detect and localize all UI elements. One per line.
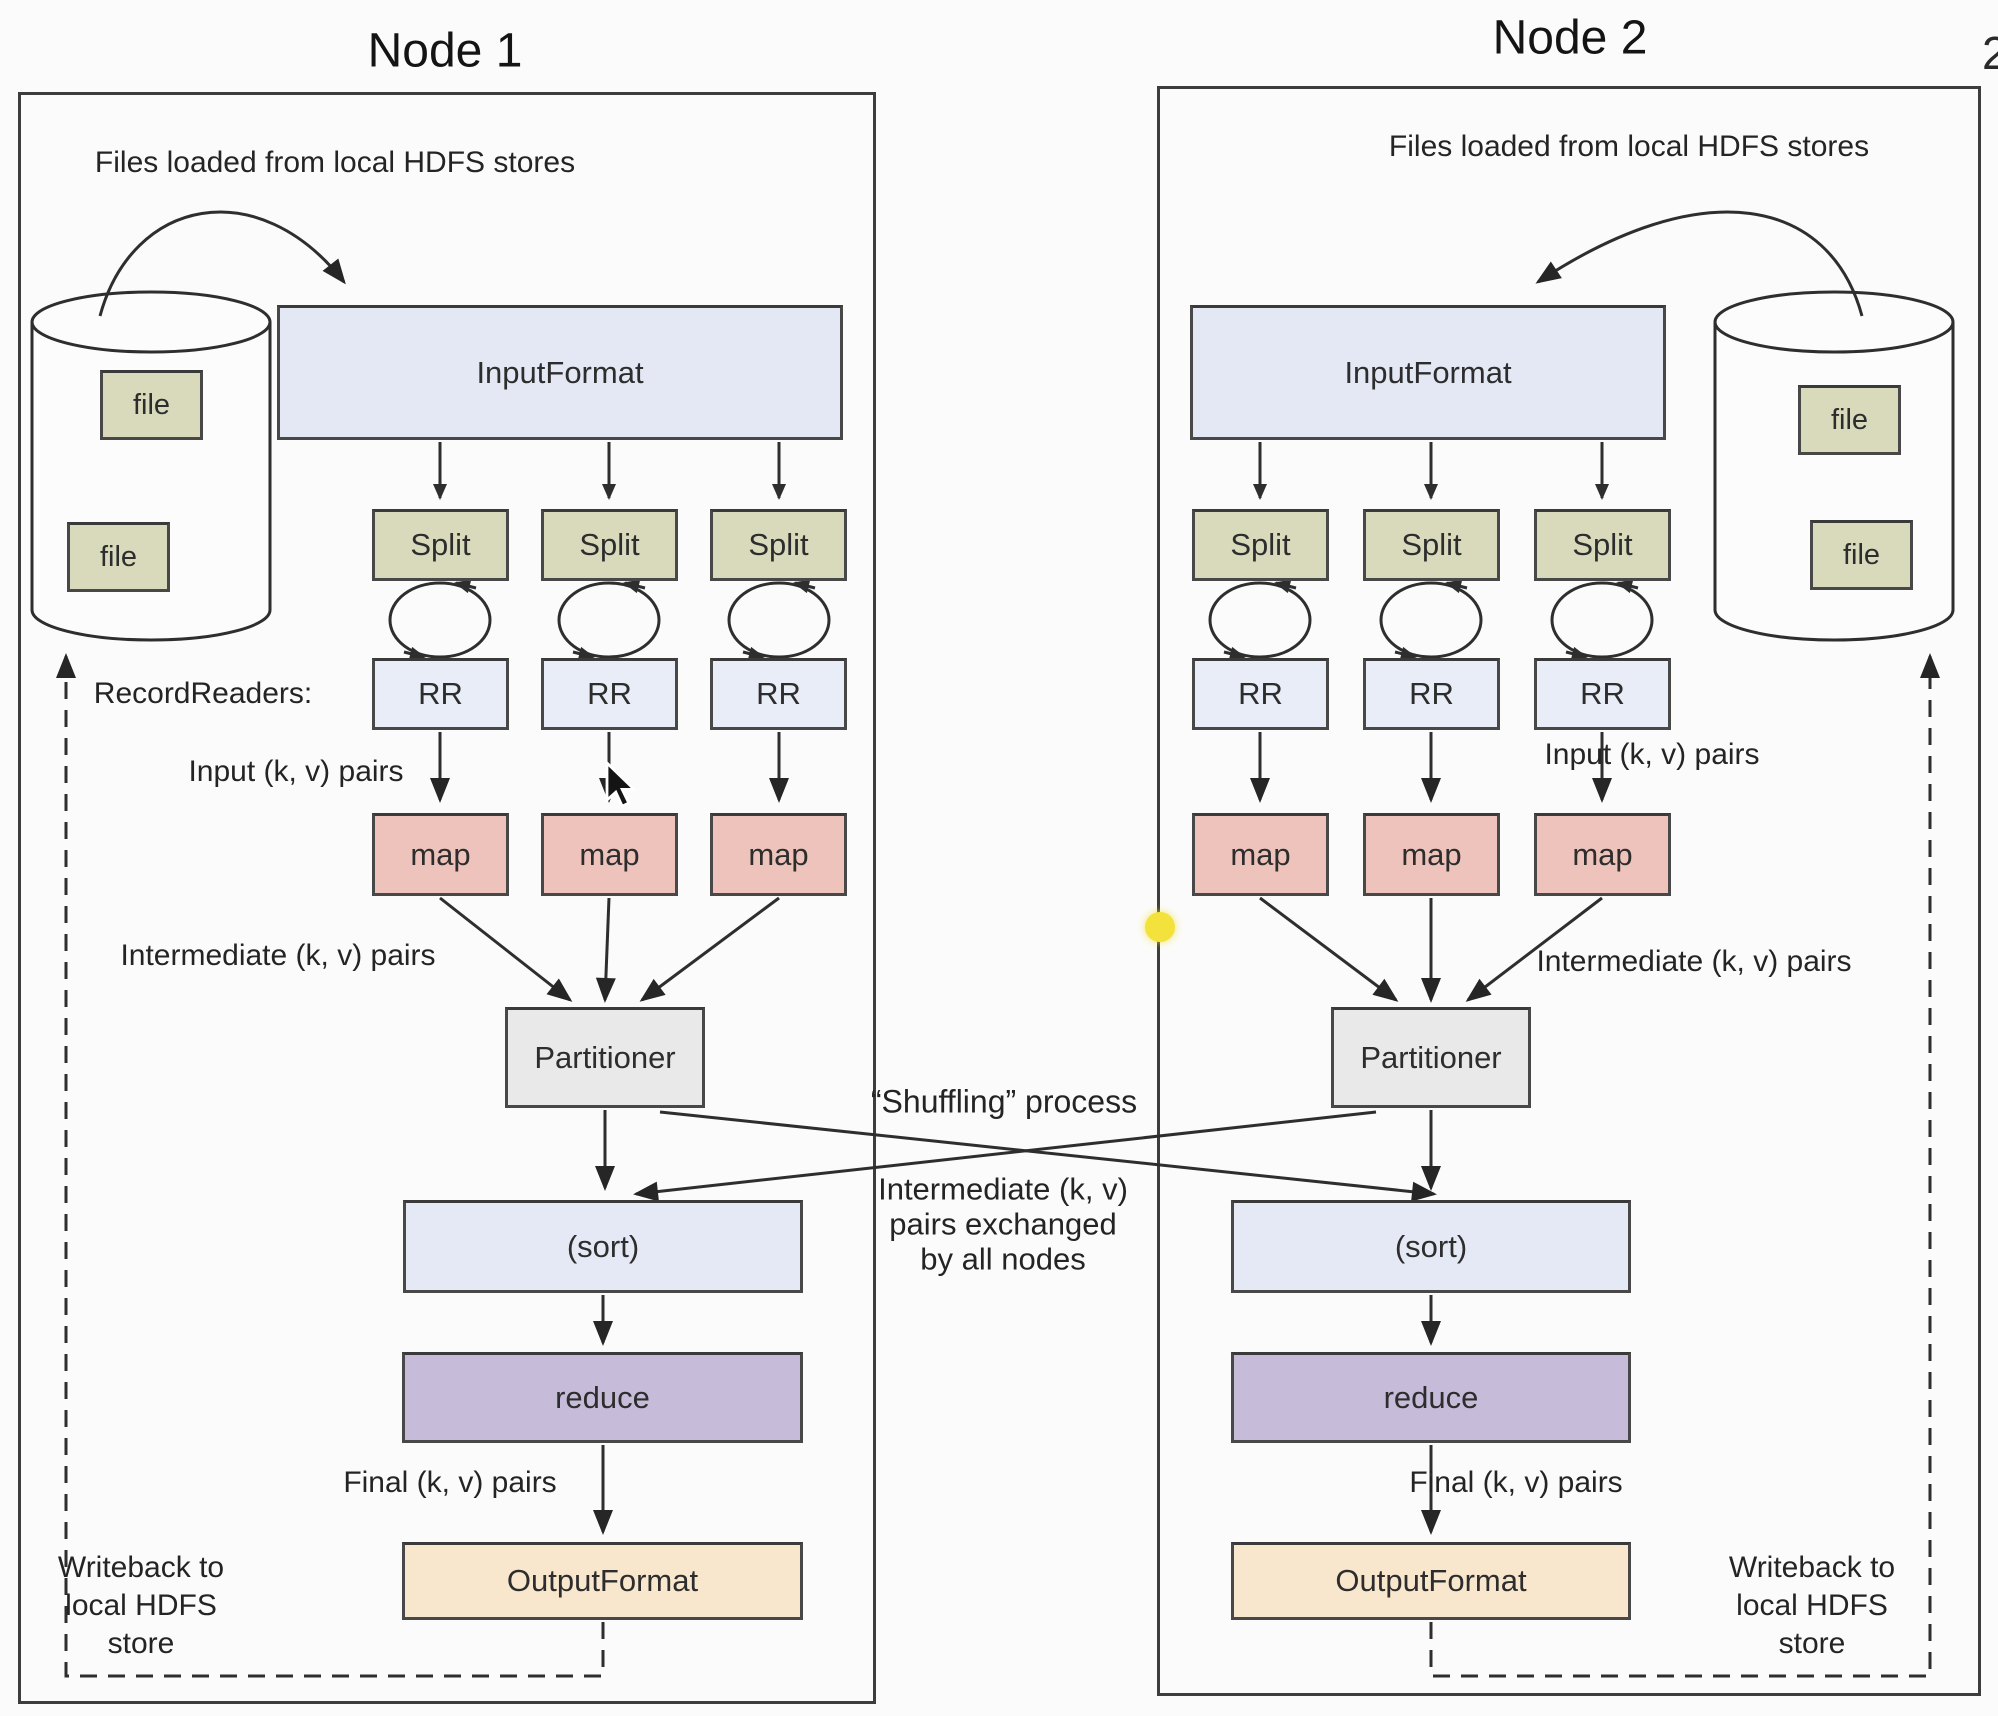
node1-writeback-label: Writeback to local HDFS store: [57, 1551, 225, 1660]
node1-inputformat-box: InputFormat: [277, 305, 843, 440]
node1-file-1: file: [100, 370, 203, 440]
node1-writeback-path: [56, 653, 605, 1678]
node2-map-2: map: [1363, 813, 1500, 896]
node2-split-2: Split: [1363, 509, 1500, 581]
node2-rr-1: RR: [1192, 658, 1329, 730]
node2-outputformat-box: OutputFormat: [1231, 1542, 1631, 1620]
node1-split-3: Split: [710, 509, 847, 581]
node2-inputformat-box: InputFormat: [1190, 305, 1666, 440]
node1-frame: [18, 92, 876, 1704]
yellow-highlight-dot-icon: [1145, 912, 1175, 942]
node1-map-2: map: [541, 813, 678, 896]
node2-rr-3: RR: [1534, 658, 1671, 730]
node2-split-1: Split: [1192, 509, 1329, 581]
node1-recordreaders-label: RecordReaders:: [93, 677, 313, 710]
node2-title: Node 2: [1492, 11, 1648, 65]
node1-final-pairs-label: Final (k, v) pairs: [343, 1466, 557, 1499]
node1-input-pairs-label: Input (k, v) pairs: [188, 755, 404, 788]
node2-final-pairs-label: Final (k, v) pairs: [1409, 1466, 1623, 1499]
node1-map-1: map: [372, 813, 509, 896]
node2-reduce-box: reduce: [1231, 1352, 1631, 1443]
node1-load-arc: [98, 210, 346, 317]
node2-intermediate-pairs-label: Intermediate (k, v) pairs: [1536, 945, 1852, 978]
node2-files-loaded-label: Files loaded from local HDFS stores: [1388, 130, 1870, 163]
node1-sort-box: (sort): [403, 1200, 803, 1293]
shuffle-line-to-node2: [659, 1110, 1437, 1202]
node1-files-loaded-label: Files loaded from local HDFS stores: [94, 146, 576, 179]
node1-intermediate-pairs-label: Intermediate (k, v) pairs: [120, 939, 436, 972]
node2-file-2: file: [1810, 520, 1913, 590]
node2-load-arc: [1535, 210, 1864, 317]
node2-map-3: map: [1534, 813, 1671, 896]
node1-map-3: map: [710, 813, 847, 896]
node1-reduce-box: reduce: [402, 1352, 803, 1443]
node2-file-1: file: [1798, 385, 1901, 455]
node1-title: Node 1: [367, 24, 523, 78]
intermediate-exchange-label: Intermediate (k, v) pairs exchanged by a…: [878, 1171, 1128, 1277]
node1-partitioner-box: Partitioner: [505, 1007, 705, 1108]
node2-split-3: Split: [1534, 509, 1671, 581]
node1-file-2: file: [67, 522, 170, 592]
node2-sort-box: (sort): [1231, 1200, 1631, 1293]
node2-writeback-path: [1429, 653, 1940, 1678]
node2-frame: [1157, 86, 1981, 1696]
node1-rr-3: RR: [710, 658, 847, 730]
mouse-pointer-icon: [605, 759, 638, 809]
shuffling-process-label: “Shuffling” process: [870, 1083, 1138, 1120]
node2-writeback-label: Writeback to local HDFS store: [1728, 1551, 1896, 1660]
node1-split-1: Split: [372, 509, 509, 581]
node1-rr-2: RR: [541, 658, 678, 730]
node2-partitioner-box: Partitioner: [1331, 1007, 1531, 1108]
node1-rr-1: RR: [372, 658, 509, 730]
clipped-corner-text: 2: [1982, 27, 1998, 78]
node2-rr-2: RR: [1363, 658, 1500, 730]
node2-input-pairs-label: Input (k, v) pairs: [1544, 738, 1760, 771]
node1-split-2: Split: [541, 509, 678, 581]
node2-map-1: map: [1192, 813, 1329, 896]
shuffle-line-to-node1: [633, 1110, 1377, 1202]
record-reader-loops: [388, 579, 1654, 661]
node1-outputformat-box: OutputFormat: [402, 1542, 803, 1620]
